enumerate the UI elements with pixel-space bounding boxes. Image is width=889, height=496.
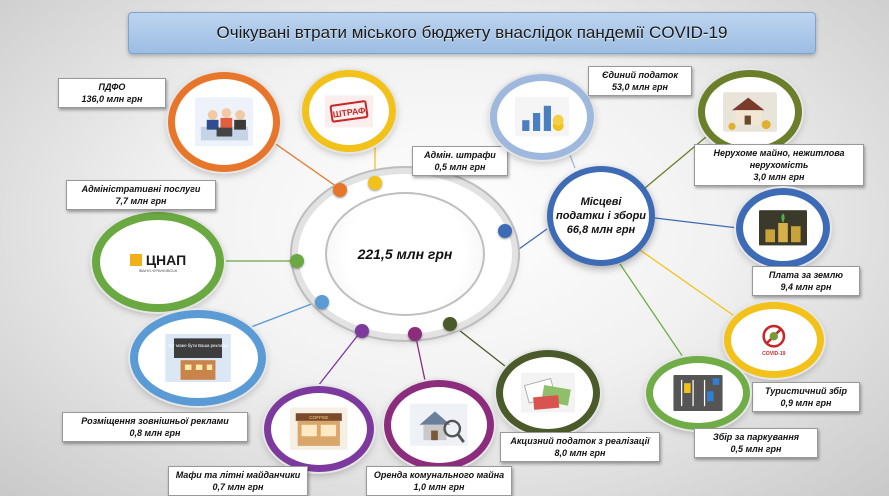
parking-name: Збір за паркування (712, 432, 800, 442)
dot-kiosks (355, 324, 369, 338)
land-value: 9,4 млн грн (780, 282, 832, 292)
excise-value: 8,0 млн грн (554, 448, 606, 458)
dot-excise (443, 317, 457, 331)
label-single-tax: Єдиний податок 53,0 млн грн (588, 66, 692, 96)
parking-value: 0,5 млн грн (730, 444, 782, 454)
tourist-name: Туристичний збір (764, 386, 847, 396)
label-fines: Адмін. штрафи 0,5 млн грн (412, 146, 508, 176)
local-taxes-value: 66,8 млн грн (566, 224, 636, 236)
house-coins-icon (723, 92, 777, 132)
single-tax-value: 53,0 млн грн (612, 82, 668, 92)
kiosk-sign-text: COFFEE (309, 415, 328, 421)
property-name1: Нерухоме майно, нежитлова (713, 148, 845, 158)
kiosks-value: 0,7 млн грн (212, 482, 264, 492)
pdfo-name: ПДФО (98, 82, 126, 92)
rent-name: Оренда комунального майна (373, 470, 505, 480)
fine-stamp-icon: ШТРАФ (325, 94, 373, 127)
local-taxes-line1: Місцеві (580, 196, 622, 208)
label-property: Нерухоме майно, нежитлова нерухомість 3,… (694, 144, 864, 186)
ads-name: Розміщення зовнішньої реклами (81, 416, 229, 426)
dot-local-taxes (498, 224, 512, 238)
pdfo-value: 136,0 млн грн (81, 94, 143, 104)
local-taxes-line2: податки і збори (555, 210, 647, 222)
cnap-logo: ЦНАП ІВАНО-ФРАНКІВСЬК (112, 241, 204, 283)
ring-single-tax (490, 74, 594, 160)
billboard-text: Тут може бути Ваша реклама (168, 343, 228, 348)
label-kiosks: Мафи та літні майданчики 0,7 млн грн (168, 466, 308, 496)
dot-pdfo (333, 183, 347, 197)
billboard-icon: Тут може бути Ваша реклама (165, 334, 231, 382)
ring-fines: ШТРАФ (302, 70, 396, 152)
dot-ads (315, 295, 329, 309)
label-excise: Акцизний податок з реалізації 8,0 млн гр… (500, 432, 660, 462)
admin-services-value: 7,7 млн грн (115, 196, 167, 206)
cnap-logo-text: ЦНАП (145, 251, 187, 268)
coins-chart-icon (515, 97, 569, 137)
total-inner-ring: 221,5 млн грн (325, 192, 485, 316)
label-ads: Розміщення зовнішньої реклами 0,8 млн гр… (62, 412, 248, 442)
house-magnifier-icon (410, 403, 468, 447)
parking-lot-icon (673, 375, 723, 411)
fines-name: Адмін. штрафи (424, 150, 496, 160)
tourist-value: 0,9 млн грн (780, 398, 832, 408)
total-value: 221,5 млн грн (357, 246, 453, 262)
label-pdfo: ПДФО 136,0 млн грн (58, 78, 166, 108)
page-title: Очікувані втрати міського бюджету внаслі… (216, 23, 728, 42)
local-taxes-hub: Місцеві податки і збори 66,8 млн грн (547, 166, 655, 266)
label-parking: Збір за паркування 0,5 млн грн (694, 428, 818, 458)
cafe-kiosk-icon: COFFEE (290, 407, 348, 451)
cnap-logo-sub: ІВАНО-ФРАНКІВСЬК (138, 267, 178, 273)
rent-value: 1,0 млн грн (413, 482, 465, 492)
label-rent: Оренда комунального майна 1,0 млн грн (366, 466, 512, 496)
admin-services-name: Адміністративні послуги (81, 184, 201, 194)
covid-sign-text: COVID-19 (762, 351, 786, 357)
ring-kiosks: COFFEE (264, 386, 374, 472)
ring-parking (646, 356, 750, 430)
property-value: 3,0 млн грн (753, 172, 805, 182)
excise-name: Акцизний податок з реалізації (510, 436, 650, 446)
fine-stamp-text: ШТРАФ (332, 105, 367, 120)
title-bar: Очікувані втрати міського бюджету внаслі… (128, 12, 816, 54)
kiosks-name: Мафи та літні майданчики (175, 470, 301, 480)
cnap-logo-icon (129, 253, 142, 266)
ring-admin-services: ЦНАП ІВАНО-ФРАНКІВСЬК (92, 212, 224, 312)
ring-ads: Тут може бути Ваша реклама (130, 310, 266, 406)
label-tourist: Туристичний збір 0,9 млн грн (752, 382, 860, 412)
fines-value: 0,5 млн грн (434, 162, 486, 172)
ring-land (736, 188, 830, 268)
ring-property (698, 70, 802, 154)
dot-rent (408, 327, 422, 341)
land-name: Плата за землю (768, 270, 844, 280)
single-tax-name: Єдиний податок (602, 70, 678, 80)
coin-stacks-icon (759, 210, 807, 246)
label-admin-services: Адміністративні послуги 7,7 млн грн (66, 180, 216, 210)
ring-excise (496, 350, 600, 436)
money-documents-icon (521, 373, 575, 413)
ring-pdfo (168, 72, 280, 172)
dot-fines (368, 176, 382, 190)
ads-value: 0,8 млн грн (129, 428, 181, 438)
dot-admin-services (290, 254, 304, 268)
ring-rent (384, 380, 494, 470)
ring-tourist: COVID-19 (724, 302, 824, 378)
office-workers-icon (194, 97, 254, 147)
label-land: Плата за землю 9,4 млн грн (752, 266, 860, 296)
covid-sign-icon: COVID-19 (748, 321, 800, 359)
property-name2: нерухомість (749, 160, 809, 170)
